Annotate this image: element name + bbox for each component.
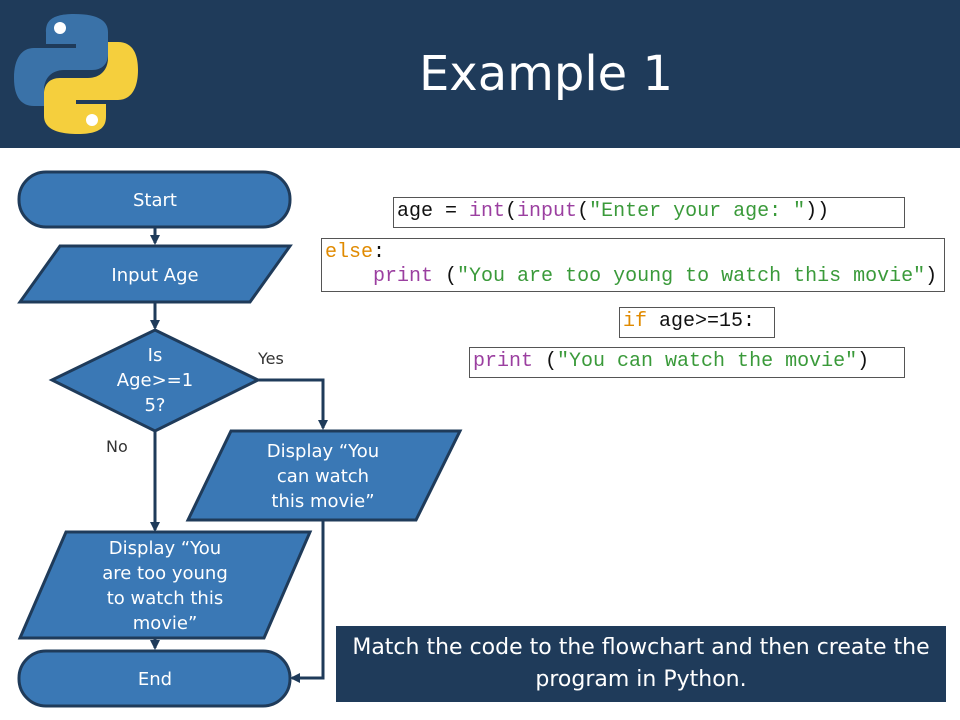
start-node xyxy=(17,170,292,229)
python-logo-icon xyxy=(14,14,138,134)
decision-node xyxy=(48,328,262,433)
task-instruction: Match the code to the flowchart and then… xyxy=(336,626,946,702)
display-too-young-node xyxy=(17,530,313,640)
display-too-young-line3: to watch this xyxy=(107,588,223,609)
code-paren: ( xyxy=(577,200,590,223)
yes-label: Yes xyxy=(257,349,284,368)
start-label: Start xyxy=(133,190,177,211)
code-paren: ( xyxy=(433,265,458,288)
decision-label-line2: Age>=1 xyxy=(117,370,193,391)
display-too-young-line4: movie” xyxy=(133,613,198,634)
code-can-watch-string: "You can watch the movie" xyxy=(557,350,858,373)
slide-title: Example 1 xyxy=(418,46,674,102)
code-var: age = xyxy=(397,200,470,223)
end-label: End xyxy=(138,669,172,690)
code-if-line: if age>=15: xyxy=(619,307,775,338)
code-close: ) xyxy=(925,265,938,288)
display-can-watch-line1: Display “You xyxy=(267,441,379,462)
display-too-young-line1: Display “You xyxy=(109,538,221,559)
code-indent xyxy=(325,265,373,288)
code-condition: age>=15: xyxy=(647,310,756,333)
code-colon: : xyxy=(373,241,386,264)
task-text: Match the code to the flowchart and then… xyxy=(352,635,930,692)
edge-yes xyxy=(258,378,328,430)
code-input-line: age = int(input("Enter your age: ")) xyxy=(393,197,905,228)
display-too-young-line2: are too young xyxy=(102,563,228,584)
code-close: )) xyxy=(805,200,830,223)
code-input-string: "Enter your age: " xyxy=(589,200,806,223)
code-input-fn: input xyxy=(517,200,578,223)
code-print-line: print ("You can watch the movie") xyxy=(469,347,905,378)
code-close: ) xyxy=(857,350,870,373)
display-can-watch-node xyxy=(185,429,463,522)
input-label: Input Age xyxy=(111,265,198,286)
code-paren: ( xyxy=(533,350,558,373)
code-if-kw: if xyxy=(623,310,648,333)
no-label: No xyxy=(106,437,128,456)
end-node xyxy=(17,649,292,708)
display-can-watch-line2: can watch xyxy=(277,466,369,487)
code-int: int xyxy=(469,200,506,223)
code-else-block: else: print ("You are too young to watch… xyxy=(321,238,945,292)
flowchart: Start Input Age Is Age>=1 5? Yes No Disp… xyxy=(17,170,463,708)
decision-label-line3: 5? xyxy=(144,395,165,416)
code-too-young-string: "You are too young to watch this movie" xyxy=(457,265,926,288)
code-print-fn: print xyxy=(373,265,434,288)
slide-header: Example 1 xyxy=(0,0,960,148)
code-print-fn: print xyxy=(473,350,534,373)
code-paren: ( xyxy=(505,200,518,223)
decision-label-line1: Is xyxy=(148,345,163,366)
edge-can-watch-end xyxy=(290,520,325,683)
code-else-kw: else xyxy=(325,241,374,264)
display-can-watch-line3: this movie” xyxy=(271,491,374,512)
input-node xyxy=(17,244,293,304)
